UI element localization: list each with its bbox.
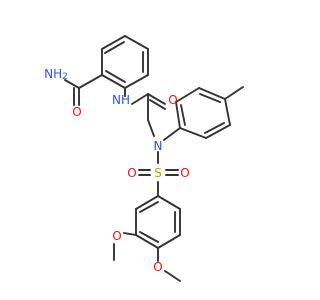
bond: [64, 79, 80, 89]
nh2-subscript: 2: [62, 72, 68, 82]
bond: [157, 234, 181, 249]
bond: [139, 201, 159, 213]
bond: [199, 93, 221, 103]
bond: [124, 74, 149, 89]
bond: [131, 93, 149, 105]
bond: [104, 41, 125, 54]
atom-label-sulfonamide-nitrogen: N: [154, 139, 163, 153]
atom-label-methoxy-oxygen-4: O: [153, 260, 162, 274]
bond: [204, 122, 225, 134]
bond: [123, 232, 137, 236]
bond: [124, 35, 149, 50]
atom-label-layer: NH2 O NH O N S O O O O: [44, 67, 190, 274]
bond: [135, 195, 159, 210]
bond: [149, 99, 166, 110]
bond: [175, 87, 200, 103]
bond: [135, 234, 159, 249]
atom-label-amide-oxygen: O: [72, 105, 81, 119]
bond: [224, 86, 244, 100]
atom-label-methoxy-oxygen-3: O: [112, 229, 121, 243]
atom-label-acetamide-oxygen: O: [168, 93, 177, 107]
atom-label-nh2: NH2: [44, 67, 68, 82]
bond: [180, 104, 186, 126]
bond-layer: [64, 35, 244, 282]
bond: [105, 70, 126, 83]
bond: [224, 98, 231, 126]
bond: [139, 231, 159, 243]
atom-label-sulfonyl-oxygen-left: O: [127, 166, 136, 180]
bond: [101, 74, 126, 89]
bond: [179, 127, 207, 139]
bond: [147, 93, 166, 105]
atom-label-anilide-nh: NH: [112, 93, 130, 107]
bond: [78, 74, 103, 89]
bond: [163, 127, 181, 141]
atom-label-sulfur: S: [154, 166, 162, 180]
bond: [175, 101, 181, 129]
bond: [147, 119, 155, 137]
bond: [205, 124, 231, 139]
bond: [157, 195, 181, 210]
bond: [101, 35, 126, 50]
nh2-main: NH: [44, 67, 62, 81]
bond: [198, 87, 226, 100]
bond: [164, 270, 181, 282]
molecule-structure: NH2 O NH O N S O O O O: [44, 35, 244, 282]
atom-label-sulfonyl-oxygen-right: O: [180, 166, 189, 180]
